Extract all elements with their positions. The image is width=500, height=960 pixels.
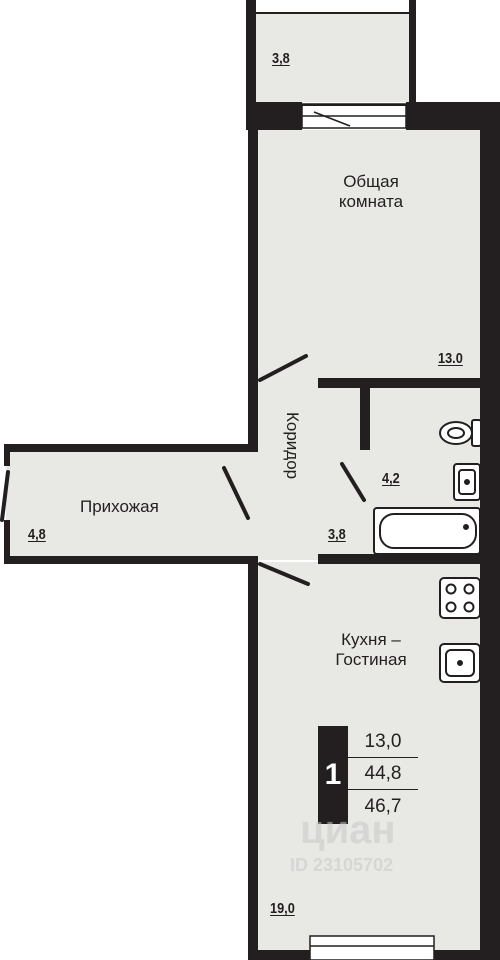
corridor-area: 3,8 — [328, 526, 346, 543]
area-summary: 1 13,0 44,8 46,7 — [318, 726, 418, 824]
balcony-door — [301, 103, 407, 129]
corridor-floor — [258, 378, 318, 560]
stove-icon — [439, 577, 481, 619]
balcony-area: 3,8 — [272, 50, 290, 67]
hallway-area: 4,8 — [28, 526, 46, 543]
kitchen-window — [309, 935, 435, 960]
corridor-name: Коридор — [283, 412, 302, 480]
rooms-count: 1 — [318, 726, 348, 824]
hallway-name: Прихожая — [80, 497, 159, 516]
walls — [4, 0, 500, 960]
living-room-name: Общая комната — [318, 172, 424, 211]
watermark-id: ID 23105702 — [290, 855, 394, 875]
living-room-name-line2: комната — [338, 191, 404, 211]
hallway-floor — [6, 452, 258, 556]
total-area-value: 44,8 — [348, 758, 418, 790]
kitchen-name-line1: Кухня – — [341, 630, 401, 649]
toilet-icon — [439, 419, 482, 447]
living-area-value: 13,0 — [348, 726, 418, 758]
total-area-balcony-value: 46,7 — [364, 796, 402, 817]
doors — [0, 354, 366, 586]
bathtub-icon — [373, 507, 481, 555]
kitchen-area: 19,0 — [270, 900, 295, 917]
living-room-name-line1: Общая — [343, 172, 399, 191]
watermark-brand: циан — [300, 808, 396, 852]
kitchen-name-line2: Гостиная — [335, 649, 407, 669]
bathroom-sink-icon — [453, 463, 481, 501]
living-room-floor — [258, 130, 480, 378]
kitchen-name: Кухня – Гостиная — [316, 630, 426, 669]
kitchen-sink-icon — [439, 643, 481, 683]
bathroom-area: 4,2 — [382, 470, 400, 487]
kitchen-floor — [258, 562, 480, 950]
living-room-area: 13.0 — [438, 350, 463, 367]
balcony-floor — [256, 14, 409, 102]
